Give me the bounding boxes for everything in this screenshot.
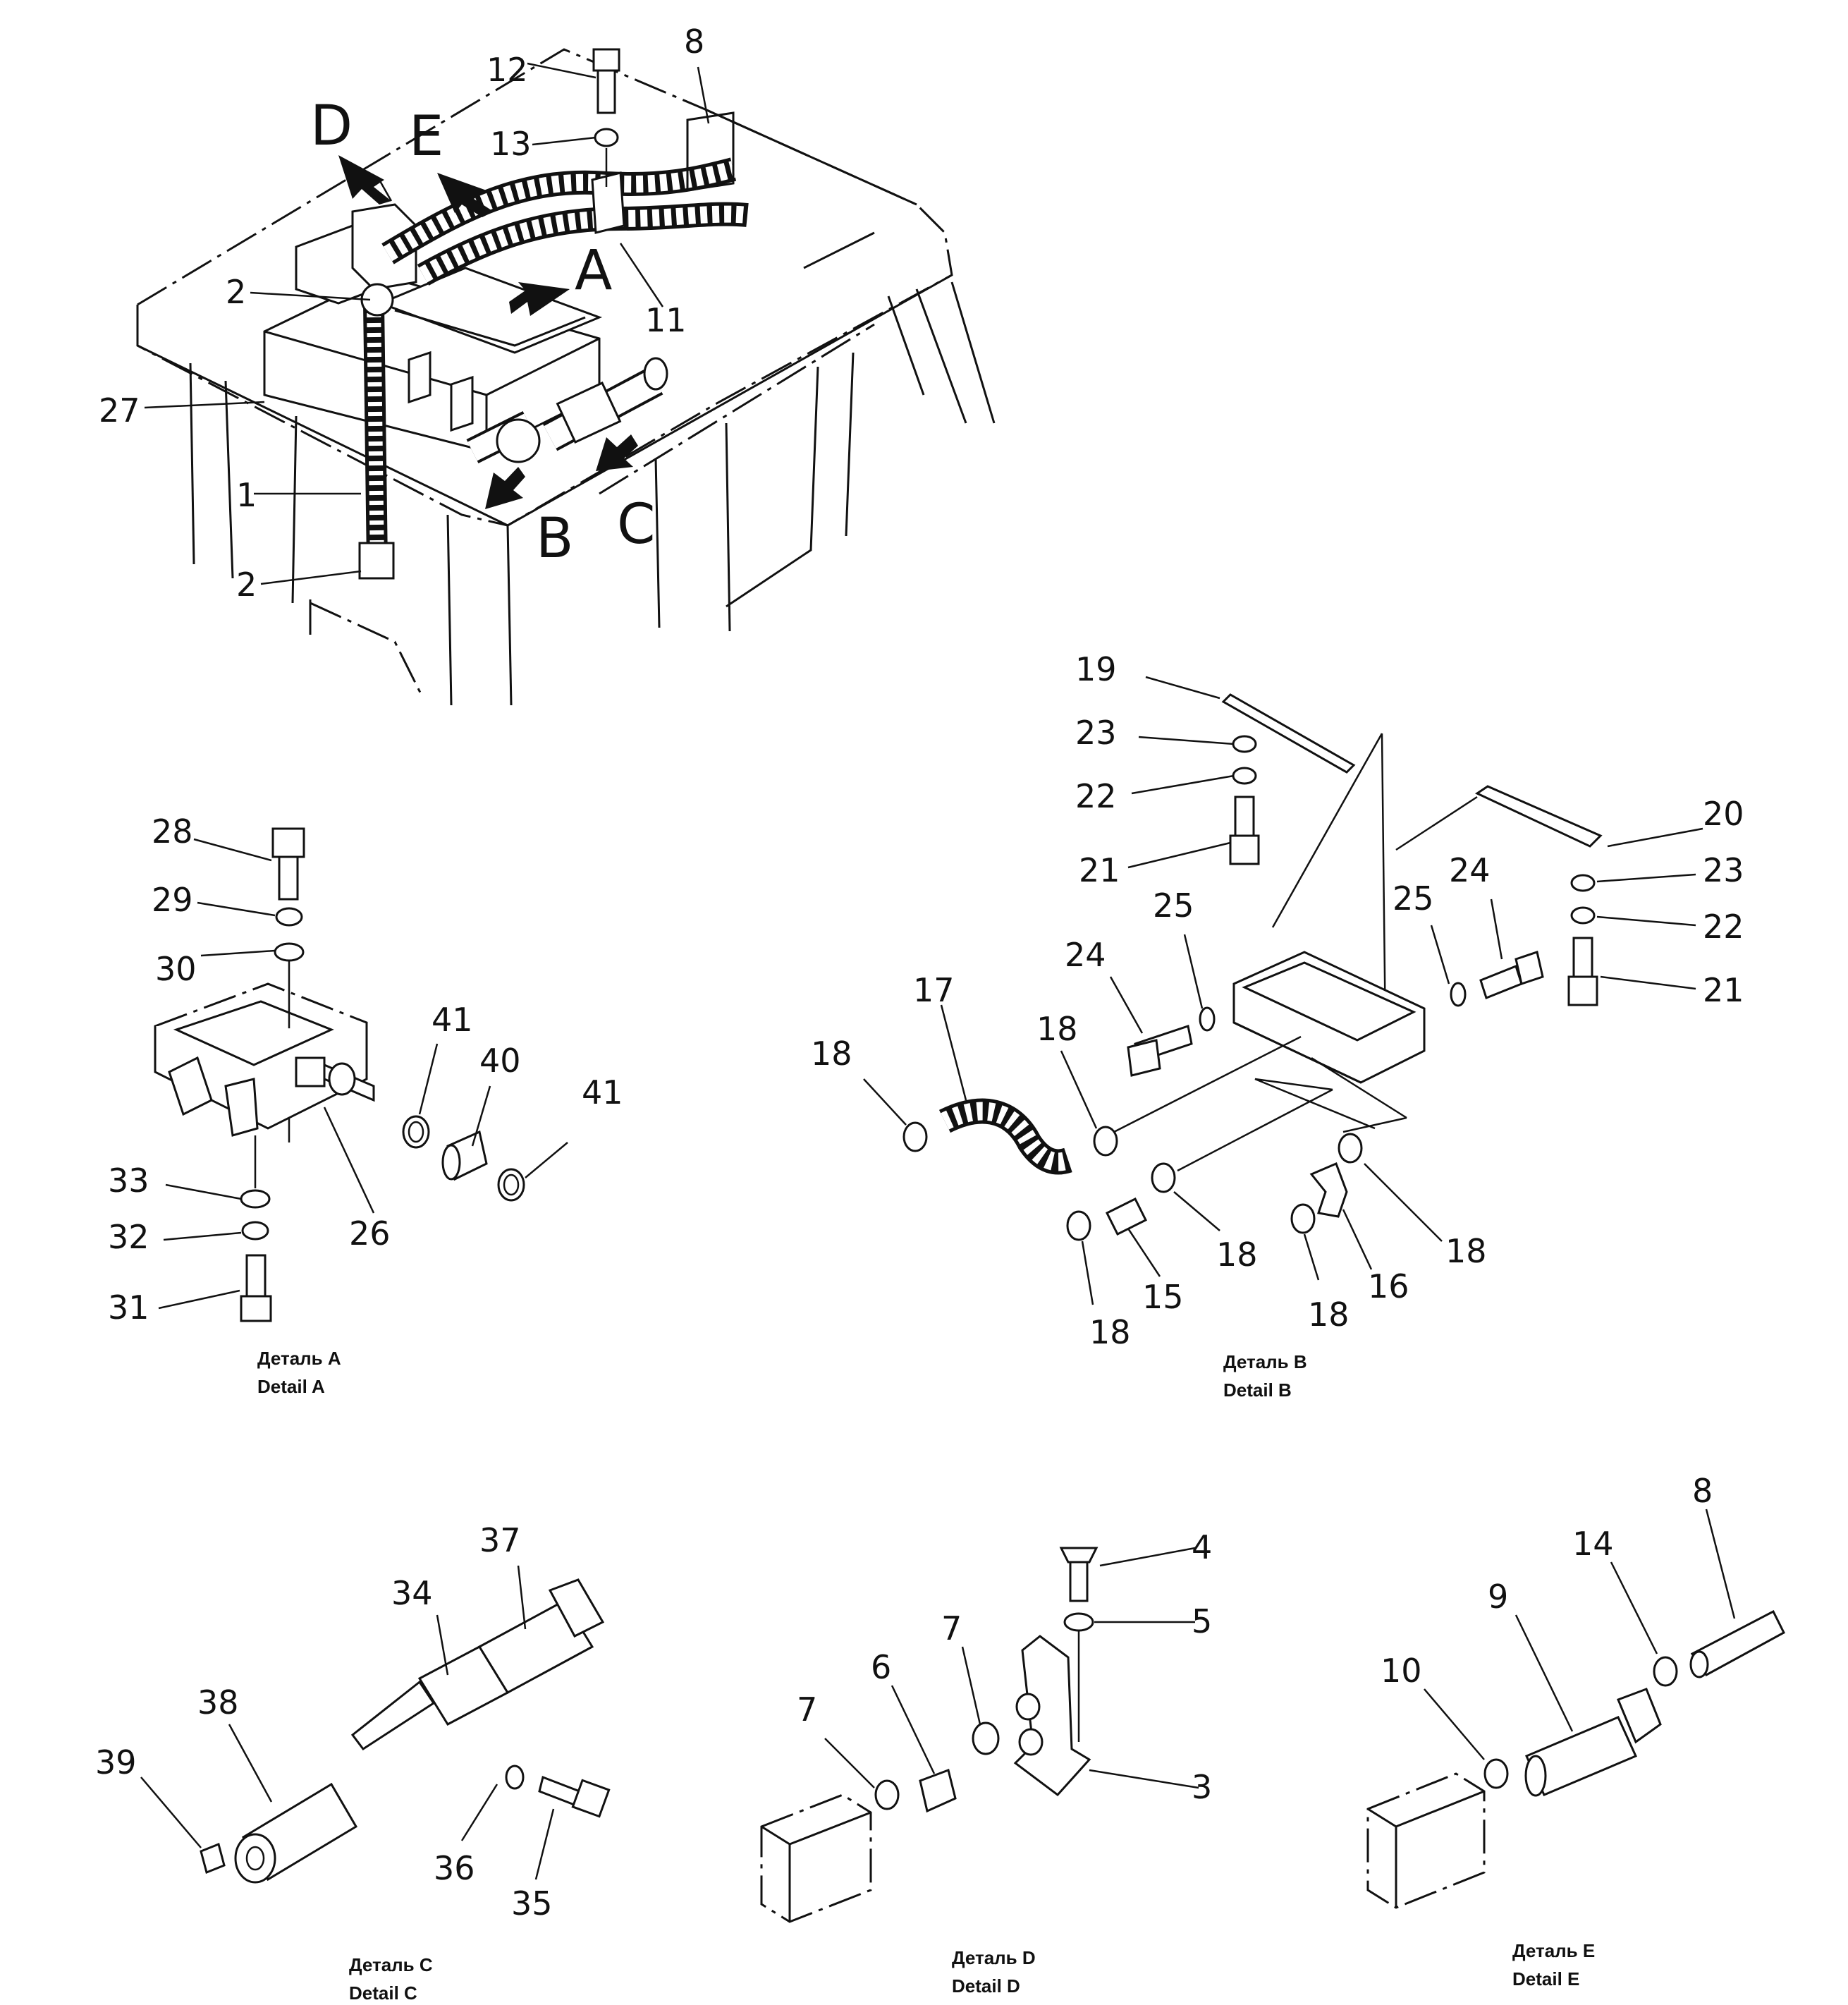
callout-34: 34 xyxy=(391,1574,433,1612)
callout-18-e: 18 xyxy=(1308,1296,1350,1334)
detail-d xyxy=(760,1547,1199,1923)
callout-18-d: 18 xyxy=(1216,1236,1258,1274)
callout-25-left: 25 xyxy=(1153,886,1194,925)
callout-2-top: 2 xyxy=(226,273,246,311)
callout-13: 13 xyxy=(490,125,532,163)
callout-3: 3 xyxy=(1192,1768,1212,1806)
caption-detail-e-en: Detail E xyxy=(1512,1968,1579,1989)
callout-18-a: 18 xyxy=(811,1035,852,1073)
detail-c xyxy=(140,1565,611,1884)
callout-4: 4 xyxy=(1192,1528,1212,1566)
callout-38: 38 xyxy=(197,1683,239,1721)
callout-17: 17 xyxy=(913,971,955,1009)
detail-e xyxy=(1366,1509,1785,1909)
callout-1: 1 xyxy=(236,476,257,514)
callout-24-right: 24 xyxy=(1449,851,1491,889)
callout-22-right: 22 xyxy=(1703,908,1744,946)
callout-21-right: 21 xyxy=(1703,971,1744,1009)
callout-31: 31 xyxy=(108,1288,149,1327)
callout-32: 32 xyxy=(108,1218,149,1256)
caption-detail-d-en: Detail D xyxy=(952,1975,1020,1997)
callout-14: 14 xyxy=(1572,1525,1614,1563)
view-letter-c: C xyxy=(617,493,655,556)
caption-detail-c-ru: Деталь C xyxy=(349,1954,433,1975)
callout-8: 8 xyxy=(684,23,704,61)
view-letter-b: B xyxy=(536,507,574,571)
callout-9: 9 xyxy=(1488,1578,1508,1616)
view-letter-e: E xyxy=(409,105,443,169)
callout-26: 26 xyxy=(349,1214,391,1253)
callout-24-left: 24 xyxy=(1065,936,1106,974)
detail-b xyxy=(863,676,1703,1305)
callout-36: 36 xyxy=(434,1849,475,1887)
callout-numbers: 12 8 13 11 2 27 1 2 28 29 30 41 40 41 33… xyxy=(95,23,1744,1922)
callout-40: 40 xyxy=(479,1042,521,1080)
view-letter-a: A xyxy=(575,239,612,303)
callout-35: 35 xyxy=(511,1884,553,1922)
callout-41-left: 41 xyxy=(432,1001,473,1039)
callout-2-bottom: 2 xyxy=(236,566,257,604)
callout-29: 29 xyxy=(152,881,193,919)
callout-18-b: 18 xyxy=(1036,1010,1078,1048)
callout-27: 27 xyxy=(99,391,140,429)
detail-a xyxy=(154,827,568,1322)
caption-detail-a-ru: Деталь A xyxy=(257,1348,341,1369)
caption-detail-c-en: Detail C xyxy=(349,1982,417,2004)
caption-detail-a-en: Detail A xyxy=(257,1376,325,1397)
caption-detail-b-en: Detail B xyxy=(1223,1379,1292,1401)
view-letters: D E A B C xyxy=(310,95,655,571)
callout-25-right: 25 xyxy=(1393,879,1434,918)
callout-37: 37 xyxy=(479,1521,521,1559)
callout-5: 5 xyxy=(1192,1602,1212,1640)
callout-22-left: 22 xyxy=(1075,777,1117,815)
caption-detail-b-ru: Деталь B xyxy=(1223,1351,1307,1372)
callout-10: 10 xyxy=(1381,1652,1422,1690)
callout-33: 33 xyxy=(108,1162,149,1200)
caption-detail-e-ru: Деталь E xyxy=(1512,1940,1595,1961)
callout-19: 19 xyxy=(1075,650,1117,688)
callout-20: 20 xyxy=(1703,795,1744,833)
view-letter-d: D xyxy=(310,95,353,158)
callout-15: 15 xyxy=(1142,1278,1184,1316)
detail-captions: Деталь A Detail A Деталь B Detail B Дета… xyxy=(257,1348,1595,2004)
callout-6: 6 xyxy=(871,1648,891,1686)
callout-39: 39 xyxy=(95,1743,137,1781)
callout-28: 28 xyxy=(152,812,193,851)
callout-11: 11 xyxy=(645,301,687,339)
caption-detail-d-ru: Деталь D xyxy=(952,1947,1036,1968)
callout-23-right: 23 xyxy=(1703,851,1744,889)
main-assembly xyxy=(136,48,996,706)
callout-41-right: 41 xyxy=(582,1073,623,1111)
callout-18-c: 18 xyxy=(1089,1313,1131,1351)
callout-8-detail-e: 8 xyxy=(1692,1472,1713,1510)
callout-18-f: 18 xyxy=(1445,1232,1487,1270)
callout-16: 16 xyxy=(1368,1267,1409,1305)
callout-7-right: 7 xyxy=(941,1609,962,1647)
callout-23-left: 23 xyxy=(1075,714,1117,752)
callout-21-left: 21 xyxy=(1079,851,1120,889)
callout-30: 30 xyxy=(155,950,197,988)
callout-12: 12 xyxy=(487,51,528,89)
callout-7-left: 7 xyxy=(797,1690,817,1729)
